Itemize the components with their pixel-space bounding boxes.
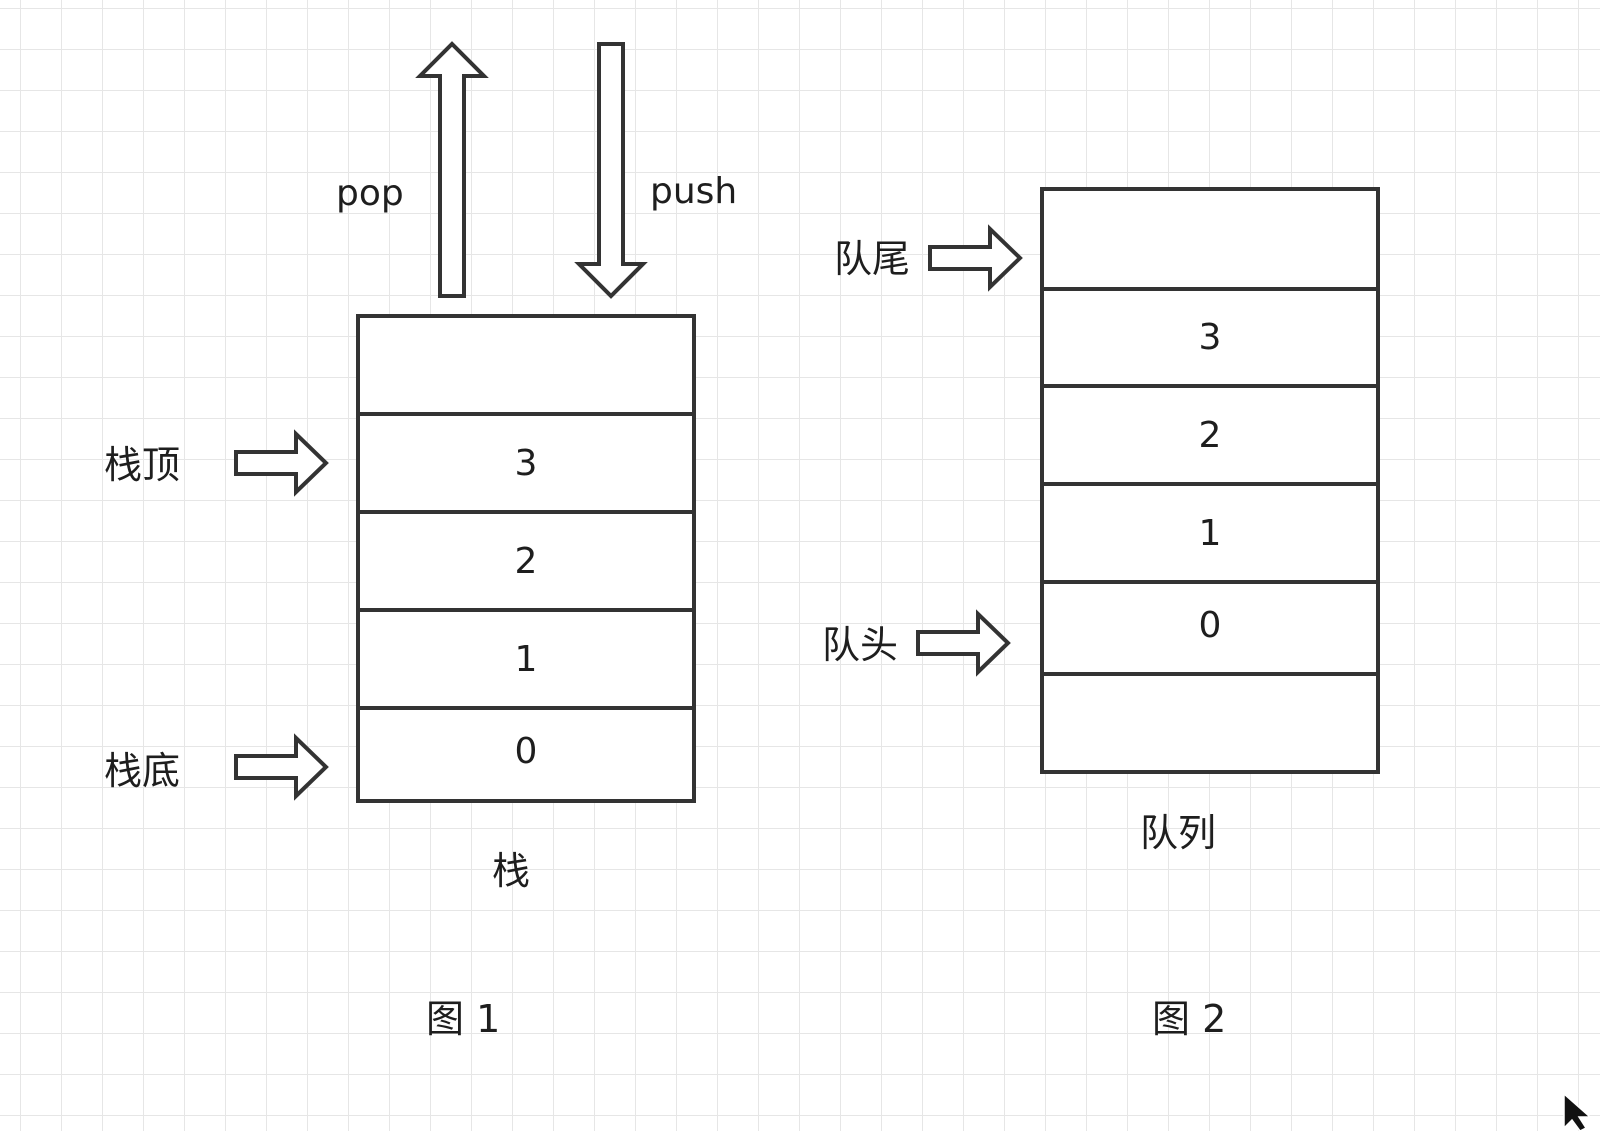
stack-box bbox=[356, 314, 696, 803]
stack-cell-value: 3 bbox=[514, 443, 538, 484]
queue-outline bbox=[1040, 187, 1380, 774]
up-arrow-icon bbox=[415, 41, 489, 298]
stack-top-label: 栈顶 bbox=[104, 443, 181, 487]
queue-title: 队列 bbox=[1140, 811, 1217, 855]
stack-title: 栈 bbox=[492, 849, 531, 893]
queue-cell-value: 0 bbox=[1198, 605, 1222, 646]
queue-cell-value: 3 bbox=[1198, 317, 1222, 358]
down-arrow-icon bbox=[574, 42, 648, 299]
figure-1-caption: 图 1 bbox=[426, 997, 501, 1041]
stack-cell-value: 0 bbox=[514, 731, 538, 772]
stack-bottom-label: 栈底 bbox=[104, 749, 181, 793]
right-arrow-icon bbox=[928, 224, 1023, 292]
push-label: push bbox=[650, 171, 738, 212]
queue-tail-label: 队尾 bbox=[834, 237, 911, 281]
queue-cell-value: 2 bbox=[1198, 415, 1222, 456]
right-arrow-icon bbox=[916, 609, 1011, 677]
figure-2-caption: 图 2 bbox=[1152, 997, 1227, 1041]
right-arrow-icon bbox=[234, 429, 329, 497]
queue-box bbox=[1040, 187, 1380, 774]
stack-cell-value: 2 bbox=[514, 541, 538, 582]
mouse-cursor-icon bbox=[1563, 1092, 1592, 1131]
right-arrow-icon bbox=[234, 733, 329, 801]
queue-cell-value: 1 bbox=[1198, 513, 1222, 554]
stack-cell-value: 1 bbox=[514, 639, 538, 680]
queue-head-label: 队头 bbox=[822, 623, 899, 667]
stack-outline bbox=[356, 314, 696, 803]
pop-label: pop bbox=[336, 173, 404, 214]
